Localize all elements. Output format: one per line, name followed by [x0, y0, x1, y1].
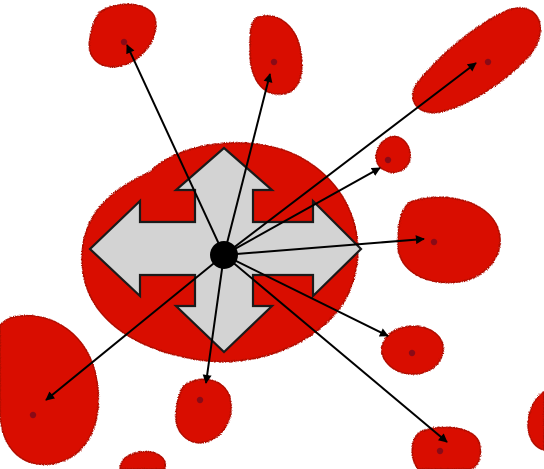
blob-core-3 — [485, 59, 491, 65]
blob-top-mid — [250, 16, 302, 94]
blob-core-6 — [409, 350, 415, 356]
blob-bottom-right — [412, 427, 480, 469]
blob-right-edge — [528, 392, 544, 450]
blob-core-5 — [431, 239, 437, 245]
blob-core-9 — [437, 448, 443, 454]
blob-core-1 — [121, 39, 127, 45]
blob-bottom-mid — [176, 379, 231, 442]
blob-core-2 — [271, 59, 277, 65]
blob-core-7 — [30, 412, 36, 418]
blob-bottom-center — [120, 452, 165, 469]
center-point — [210, 241, 238, 269]
blob-small-mid — [376, 136, 410, 172]
blob-core-8 — [197, 397, 203, 403]
blob-core-4 — [385, 157, 391, 163]
blob-bottom-left — [0, 316, 98, 465]
blob-top-left — [89, 4, 156, 66]
